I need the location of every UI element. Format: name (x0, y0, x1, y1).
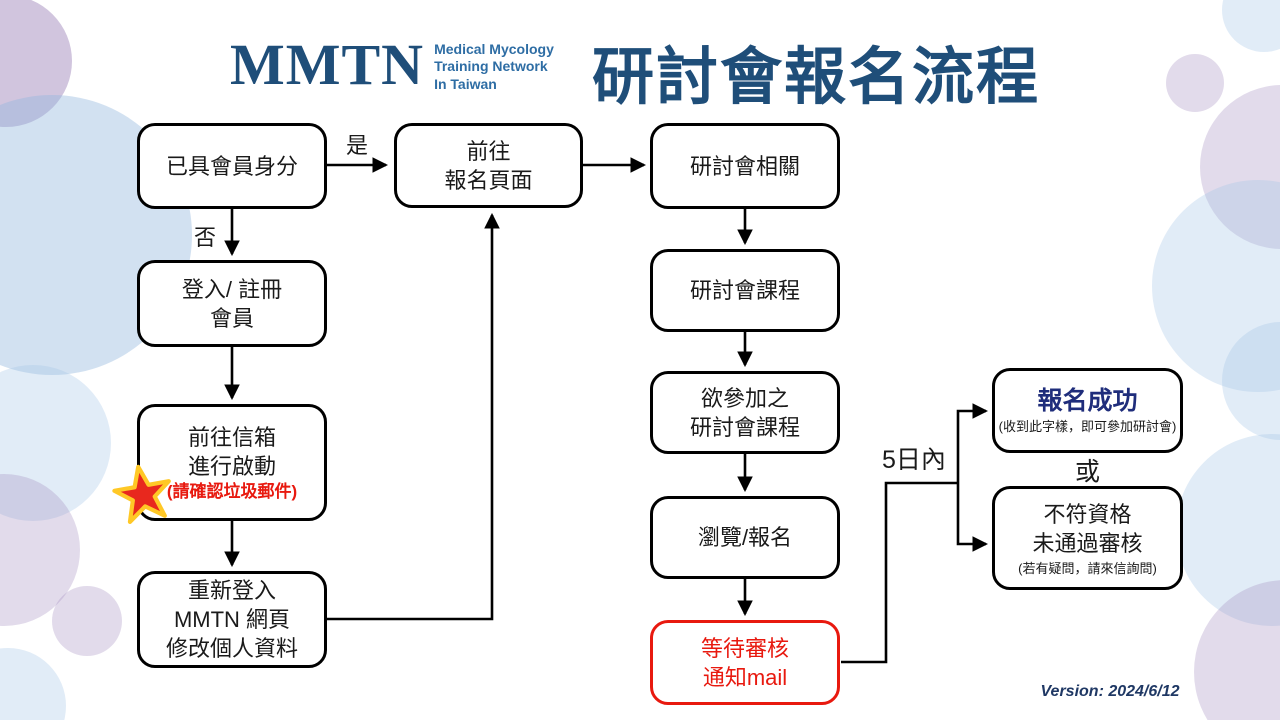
page-title: 研討會報名流程 (592, 43, 1041, 112)
spam-warning-note: (請確認垃圾郵件) (166, 481, 298, 501)
flow-box-activate-mailbox: 前往信箱 進行啟動 (請確認垃圾郵件) (137, 404, 327, 521)
rejected-note: (若有疑問，請來信詢問) (1018, 560, 1157, 576)
flow-box-login-register: 登入/ 註冊 會員 (137, 260, 327, 347)
label-or: 或 (1075, 458, 1101, 486)
mmtn-logo-wordmark: MMTN (230, 32, 425, 97)
flow-box-desired-course: 欲參加之 研討會課程 (650, 371, 840, 454)
decor-circle (52, 586, 122, 656)
mmtn-logo-tagline: Medical Mycology Training Network In Tai… (434, 40, 554, 92)
flow-box-relogin: 重新登入 MMTN 網頁 修改個人資料 (137, 571, 327, 668)
flow-box-rejected: 不符資格 未通過審核 (若有疑問，請來信詢問) (992, 486, 1183, 590)
flow-box-seminar-courses: 研討會課程 (650, 249, 840, 332)
flow-box-wait-review: 等待審核 通知mail (650, 620, 840, 705)
decor-circle (1166, 54, 1224, 112)
label-within-5-days: 5日內 (882, 446, 946, 474)
success-title: 報名成功 (1037, 387, 1138, 415)
flow-box-success: 報名成功 (收到此字樣，即可參加研討會) (992, 368, 1183, 453)
label-no: 否 (194, 225, 217, 250)
flow-box-member-status: 已具會員身分 (137, 123, 327, 209)
version-text: Version: 2024/6/12 (1040, 683, 1180, 700)
flow-box-goto-registration: 前往 報名頁面 (394, 123, 583, 208)
label-yes: 是 (346, 133, 369, 158)
flow-box-seminar-related: 研討會相關 (650, 123, 840, 209)
flow-box-browse-register: 瀏覽/報名 (650, 496, 840, 579)
star-icon (112, 464, 171, 524)
success-note: (收到此字樣，即可參加研討會) (998, 419, 1177, 434)
mmtn-logo: MMTN Medical Mycology Training Network I… (230, 36, 554, 94)
